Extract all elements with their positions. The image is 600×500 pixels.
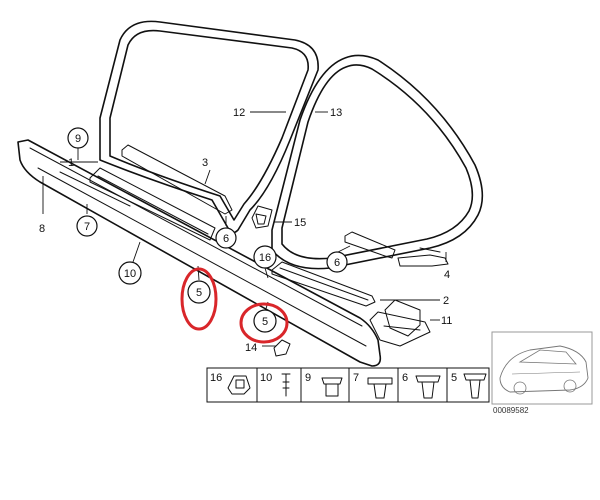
label-8: 8	[39, 223, 45, 235]
rear-entrance-strip	[271, 261, 376, 307]
highlight-oval-right	[239, 302, 289, 344]
label-12: 12	[233, 107, 245, 119]
callout-5-left: 5	[187, 280, 211, 304]
part-2-bracket	[384, 299, 421, 337]
legend-item-16: 16	[210, 372, 251, 395]
front-entrance-strip	[89, 167, 216, 241]
legend-item-7: 7	[353, 372, 393, 399]
legend-item-10: 10	[260, 372, 291, 397]
svg-text:10: 10	[124, 268, 136, 280]
callout-7: 7	[76, 215, 98, 237]
svg-text:6: 6	[334, 257, 340, 269]
label-13: 13	[330, 107, 342, 119]
rear-door-seal	[271, 54, 484, 270]
label-4: 4	[444, 269, 450, 281]
car-thumbnail	[491, 331, 593, 405]
front-threshold-trim	[121, 144, 233, 215]
reference-code: 00089582	[493, 406, 529, 415]
label-3: 3	[202, 157, 208, 169]
side-sill-line-2	[37, 167, 367, 347]
legend-item-9: 9	[305, 372, 343, 397]
svg-text:9: 9	[305, 372, 311, 384]
svg-text:16: 16	[259, 252, 271, 264]
part-14-clip	[273, 339, 291, 357]
legend-item-6: 6	[402, 372, 441, 399]
callout-6-rear: 6	[326, 251, 348, 273]
callout-5-right: 5	[253, 309, 277, 333]
svg-text:16: 16	[210, 372, 222, 384]
label-1: 1	[68, 157, 74, 169]
label-14: 14	[245, 342, 257, 354]
label-15: 15	[294, 217, 306, 229]
svg-text:10: 10	[260, 372, 272, 384]
callout-10: 10	[118, 261, 142, 285]
part-11-bracket	[369, 311, 431, 347]
svg-text:5: 5	[451, 372, 457, 384]
callout-9: 9	[67, 127, 89, 149]
callout-16: 16	[253, 245, 277, 269]
leader-lines	[42, 111, 447, 347]
side-sill-line-1	[29, 147, 363, 327]
legend-item-5: 5	[451, 372, 487, 399]
svg-text:6: 6	[223, 233, 229, 245]
svg-text:5: 5	[262, 316, 268, 328]
side-sill-cover	[17, 139, 382, 367]
side-sill-line-3	[59, 171, 131, 207]
svg-text:7: 7	[353, 372, 359, 384]
highlight-oval-left	[180, 267, 218, 331]
svg-text:7: 7	[84, 221, 90, 233]
label-11: 11	[441, 315, 452, 327]
rear-threshold-trim	[344, 231, 396, 259]
fastener-legend: 16 10 9 7 6 5	[206, 367, 490, 403]
front-door-seal-inner	[109, 29, 309, 221]
part-4-hardware	[397, 247, 449, 267]
rear-door-seal-inner	[281, 64, 474, 260]
svg-text:5: 5	[196, 287, 202, 299]
label-2: 2	[443, 295, 449, 307]
callout-6-front: 6	[215, 227, 237, 249]
part-15-clip	[251, 205, 273, 229]
svg-text:9: 9	[75, 133, 81, 145]
svg-text:6: 6	[402, 372, 408, 384]
